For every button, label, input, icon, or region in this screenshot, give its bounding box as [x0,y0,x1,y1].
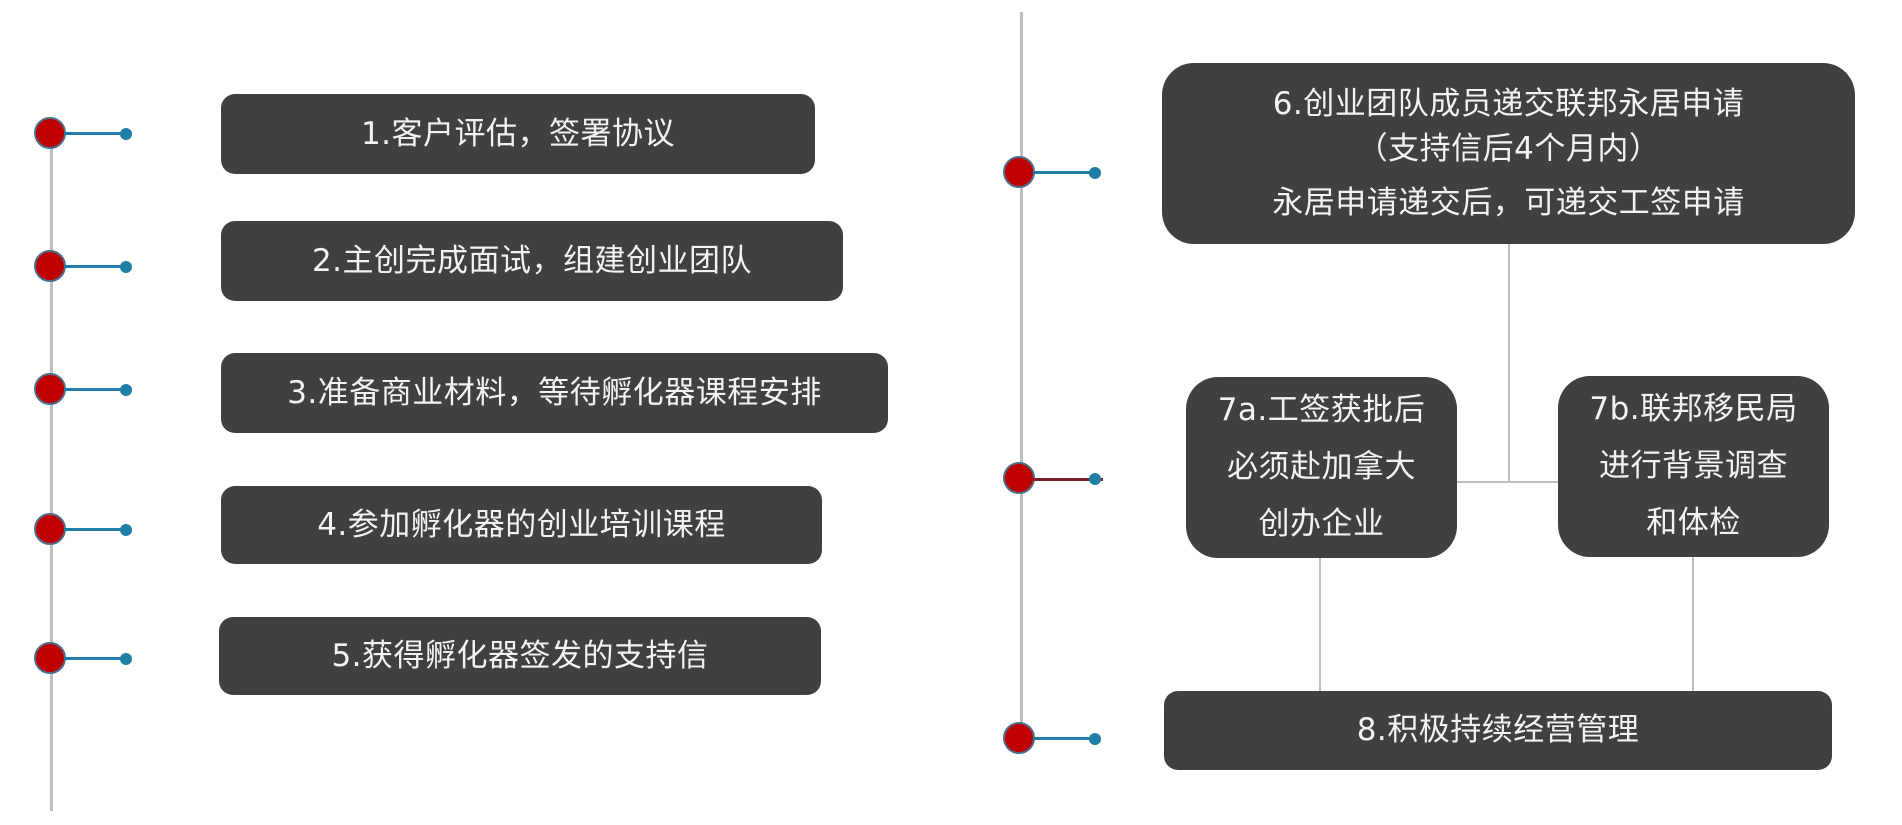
connector-6-to-7 [1508,244,1510,482]
timeline-dot-4 [120,524,132,536]
step-6-line-1: 6.创业团队成员递交联邦永居申请 [1272,85,1745,122]
timeline-node-8 [1003,722,1035,754]
timeline-connector-6 [1033,171,1093,174]
right-timeline-line [1020,12,1023,724]
timeline-connector-2 [64,265,124,268]
timeline-connector-1 [64,132,124,135]
timeline-connector-8 [1033,737,1093,740]
timeline-dot-2 [120,261,132,273]
timeline-connector-7 [1033,478,1103,481]
timeline-connector-3 [64,388,124,391]
step-box-7a: 7a.工签获批后 必须赴加拿大 创办企业 [1186,377,1457,558]
step-box-8: 8.积极持续经营管理 [1164,691,1832,770]
step-label-8: 8.积极持续经营管理 [1356,712,1640,748]
step-label-5: 5.获得孵化器签发的支持信 [331,637,709,674]
timeline-node-6 [1003,156,1035,188]
timeline-dot-8 [1089,733,1101,745]
timeline-dot-7 [1089,473,1101,485]
timeline-dot-3 [120,384,132,396]
step-6-line-2: （支持信后4个月内） [1356,130,1661,167]
step-label-3: 3.准备商业材料，等待孵化器课程安排 [287,374,822,411]
timeline-node-3 [34,373,66,405]
timeline-node-1 [34,117,66,149]
connector-7a-to-8 [1319,558,1321,691]
timeline-node-4 [34,513,66,545]
left-timeline-line [50,133,53,811]
timeline-node-5 [34,642,66,674]
step-label-1: 1.客户评估，签署协议 [360,115,676,152]
timeline-connector-5 [64,657,124,660]
step-7a-line-3: 创办企业 [1258,506,1385,542]
step-box-6: 6.创业团队成员递交联邦永居申请 （支持信后4个月内） 永居申请递交后，可递交工… [1162,63,1855,244]
step-box-4: 4.参加孵化器的创业培训课程 [221,486,822,564]
step-label-4: 4.参加孵化器的创业培训课程 [317,506,726,543]
timeline-node-2 [34,250,66,282]
step-6-line-3: 永居申请递交后，可递交工签申请 [1272,184,1745,221]
step-7a-line-2: 必须赴加拿大 [1227,449,1416,485]
step-box-1: 1.客户评估，签署协议 [221,94,815,174]
step-box-2: 2.主创完成面试，组建创业团队 [221,221,843,301]
timeline-node-7 [1003,462,1035,494]
step-7a-line-1: 7a.工签获批后 [1217,392,1426,428]
timeline-connector-4 [64,528,124,531]
timeline-dot-6 [1089,167,1101,179]
step-7b-line-1: 7b.联邦移民局 [1589,391,1798,427]
step-box-3: 3.准备商业材料，等待孵化器课程安排 [221,353,888,433]
timeline-dot-1 [120,128,132,140]
connector-7b-to-8 [1692,557,1694,691]
step-7b-line-2: 进行背景调查 [1599,448,1788,484]
step-box-7b: 7b.联邦移民局 进行背景调查 和体检 [1558,376,1829,557]
timeline-dot-5 [120,653,132,665]
step-box-5: 5.获得孵化器签发的支持信 [219,617,821,695]
step-label-2: 2.主创完成面试，组建创业团队 [311,242,753,279]
step-7b-line-3: 和体检 [1646,505,1741,541]
connector-7a-7b [1457,481,1558,483]
